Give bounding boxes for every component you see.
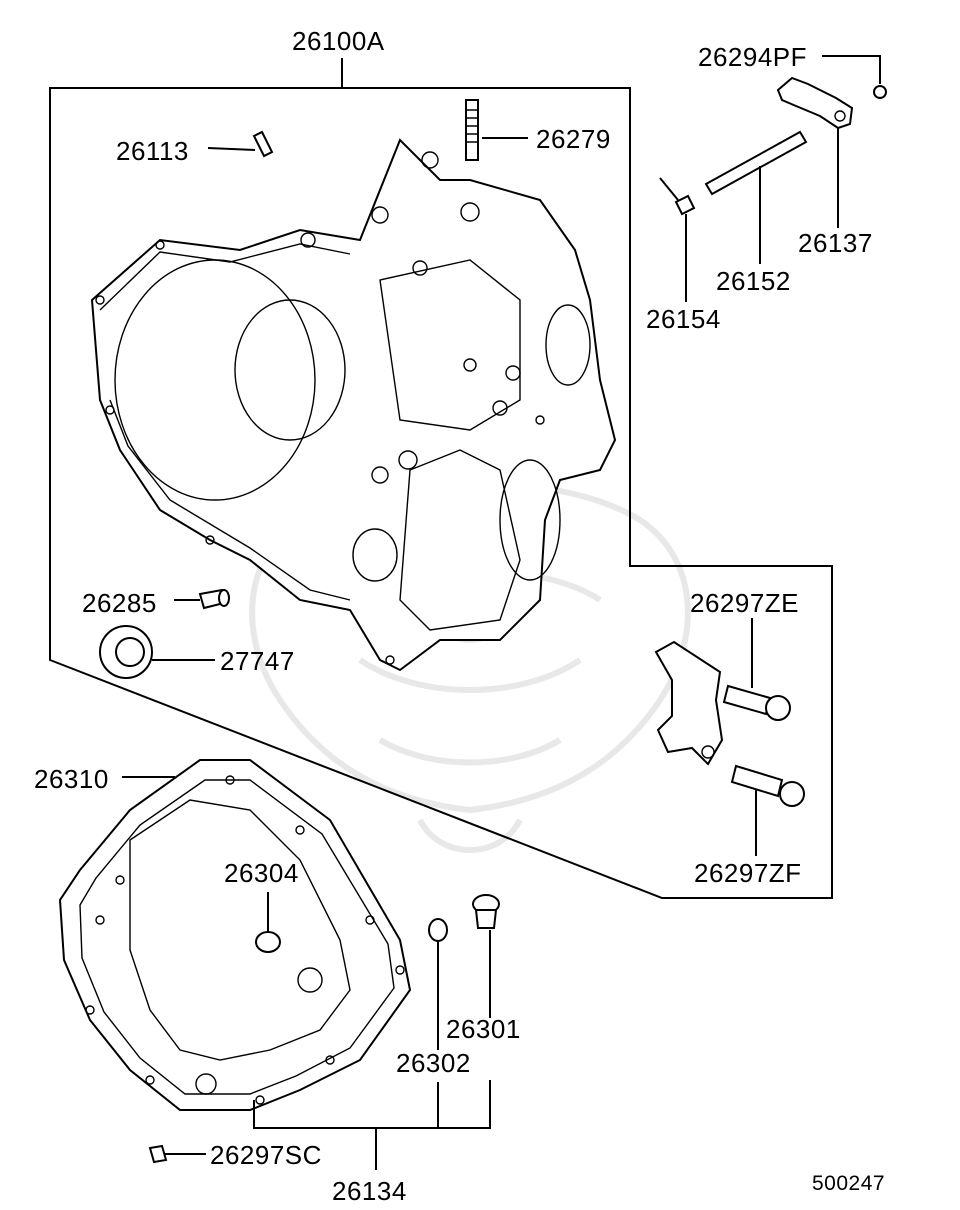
callout-26297ZE: 26297ZE <box>690 588 800 618</box>
transmission-case <box>90 138 617 672</box>
bracket-part <box>654 640 724 766</box>
clip-26154 <box>674 194 696 216</box>
gasket-26302 <box>428 918 448 942</box>
callout-26285: 26285 <box>82 588 157 618</box>
callout-26152: 26152 <box>716 266 791 296</box>
bolt-26297SC <box>148 1144 168 1164</box>
bolt-26297ZF <box>730 764 805 807</box>
callout-26279: 26279 <box>536 124 611 154</box>
callout-26113: 26113 <box>116 136 189 166</box>
callout-26297ZF: 26297ZF <box>694 858 802 888</box>
pin-26113 <box>252 130 274 158</box>
callout-26302: 26302 <box>396 1048 471 1078</box>
callout-26297SC: 26297SC <box>210 1140 322 1170</box>
callout-26100A: 26100A <box>292 26 385 56</box>
callout-26310: 26310 <box>34 764 109 794</box>
callout-26154: 26154 <box>646 304 721 334</box>
leader-26113 <box>207 147 256 151</box>
stud-26279 <box>465 99 479 161</box>
bolt-26297ZE <box>722 684 791 721</box>
callout-26134: 26134 <box>332 1176 407 1206</box>
leader-26294PF <box>822 55 881 84</box>
lever-26137 <box>776 76 854 130</box>
callout-27747: 27747 <box>220 646 295 676</box>
seal-27747 <box>99 625 153 679</box>
callout-26304: 26304 <box>224 858 299 888</box>
plug-26294PF <box>873 85 887 99</box>
callout-26301: 26301 <box>446 1014 521 1044</box>
callout-26294PF: 26294PF <box>698 42 808 72</box>
shaft-26152 <box>704 130 808 196</box>
oil-pan-26310 <box>58 759 412 1111</box>
diagram-reference-number: 500247 <box>812 1172 886 1195</box>
callout-26137: 26137 <box>798 228 873 258</box>
leader-26134 <box>253 1080 491 1170</box>
drain-plug-26301 <box>472 894 500 929</box>
case-group-bracket <box>49 58 833 899</box>
